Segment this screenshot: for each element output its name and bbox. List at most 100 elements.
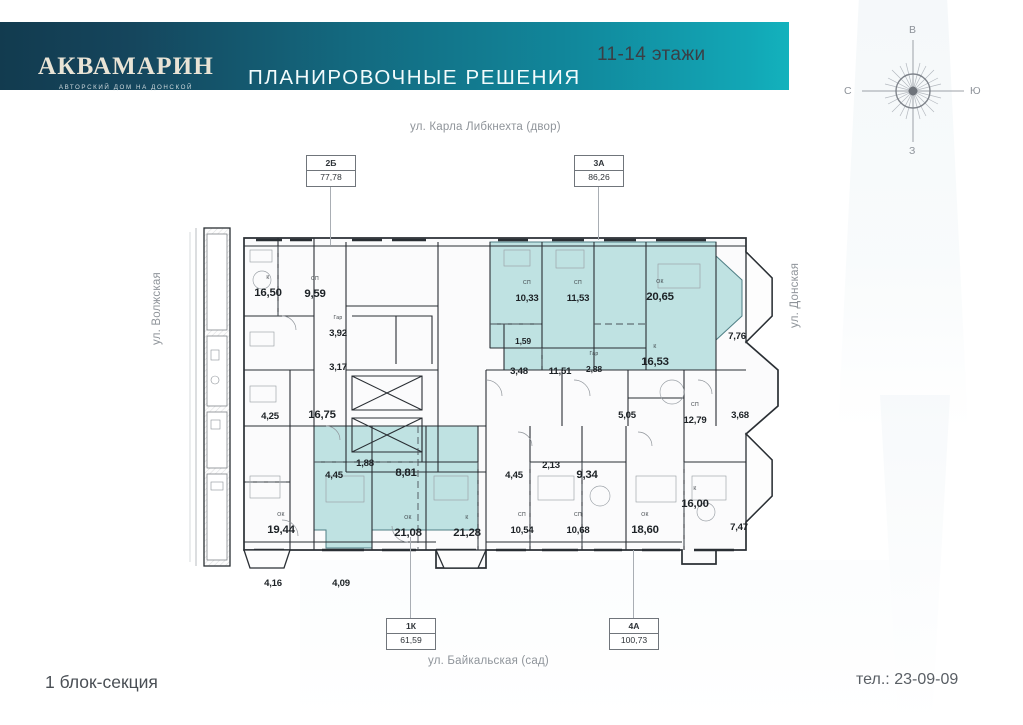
room-area: 2,13 [542, 459, 560, 471]
room-kind: СП [574, 280, 582, 286]
floor-plan-svg [189, 227, 779, 569]
room-area: 9,34 [576, 468, 598, 481]
header-banner: АКВАМАРИН АВТОРСКИЙ ДОМ НА ДОНСКОЙ ПЛАНИ… [0, 22, 789, 91]
room-label: 16,75 [294, 398, 350, 423]
highlighted-apartment-3a [489, 241, 743, 371]
balcony-bays [243, 250, 773, 569]
room-kind: СП [574, 512, 582, 518]
apartment-area: 100,73 [620, 635, 648, 646]
apartment-type: 2Б [307, 156, 355, 172]
compass-north-label: В [909, 24, 917, 36]
room-kind: К [266, 275, 270, 281]
compass-rose: В С Ю З [844, 24, 981, 157]
floors-label: 11-14 этажи [597, 44, 706, 65]
room-area: 21,08 [394, 526, 422, 539]
room-area: 1,59 [515, 335, 531, 346]
room-area: 3,92 [329, 327, 347, 339]
apartment-type: 1К [387, 619, 435, 635]
room-label: 3,68 [712, 398, 768, 423]
room-label: 4,45 [306, 458, 362, 483]
room-area: 4,09 [332, 577, 350, 589]
room-area: 4,45 [325, 469, 343, 481]
brand-logo: АКВАМАРИН АВТОРСКИЙ ДОМ НА ДОНСКОЙ [36, 54, 216, 91]
room-area: 10,68 [566, 524, 590, 536]
room-label: 9,34 [559, 458, 615, 483]
brand-tagline: АВТОРСКИЙ ДОМ НА ДОНСКОЙ [58, 84, 194, 91]
room-kind: К [653, 344, 657, 350]
brand-name: АКВАМАРИН [38, 53, 214, 80]
zone-separators [246, 246, 685, 550]
room-label: 4,25 [242, 399, 298, 424]
room-label: 4,45 [486, 458, 542, 483]
apartment-area: 77,78 [320, 172, 342, 183]
room-kind: ОК [404, 515, 412, 521]
room-kind [242, 399, 298, 404]
room-kind [310, 350, 366, 355]
apartment-type: 3А [575, 156, 623, 172]
room-kind [294, 398, 350, 403]
room-kind: Гар [589, 351, 599, 357]
room-label: 5,05 [599, 398, 655, 423]
room-kind: ОК [656, 279, 664, 285]
room-kind: К [693, 486, 697, 492]
block-section-label: 1 блок-секция [45, 672, 158, 692]
room-area: 8,81 [395, 466, 417, 479]
room-kind [378, 456, 434, 461]
room-label: К 16,53 [627, 344, 683, 370]
room-label: 1,88 [337, 446, 393, 471]
room-kind [712, 398, 768, 403]
room-label: СП 12,79 [667, 402, 723, 428]
room-area: 4,45 [505, 469, 523, 481]
street-label-bottom: ул. Байкальская (сад) [428, 655, 549, 667]
room-kind [313, 566, 369, 571]
room-kind: Гар [333, 315, 343, 321]
room-area: 16,00 [681, 497, 709, 510]
room-area: 10,33 [515, 292, 539, 304]
room-label: 4,09 [313, 566, 369, 591]
apartment-area: 61,59 [400, 635, 422, 646]
room-label: 11,51 [532, 354, 588, 379]
door-swings [281, 315, 713, 543]
room-kind: К [465, 515, 469, 521]
room-label: ОК 20,65 [632, 279, 688, 305]
phone-label: тел.: 23-09-09 [856, 671, 959, 688]
room-area: 16,75 [308, 408, 336, 421]
room-kind: СП [523, 280, 531, 286]
room-area: 11,51 [548, 365, 572, 377]
compass-east-label: Ю [970, 85, 981, 97]
room-kind: СП [691, 402, 699, 408]
room-label: Гар 3,92 [310, 315, 366, 341]
room-area: 16,53 [641, 355, 669, 368]
room-area: 12,79 [683, 414, 707, 426]
street-label-left: ул. Волжская [151, 272, 163, 345]
apartment-type: 4А [610, 619, 658, 635]
room-kind [711, 510, 767, 515]
room-kind [495, 324, 551, 329]
room-area: 20,65 [646, 290, 674, 303]
room-kind [523, 448, 579, 453]
furniture-symbols [249, 249, 727, 522]
room-kind: ОК [641, 512, 649, 518]
floor-plan-drawing [186, 220, 806, 590]
room-kind [245, 566, 301, 571]
room-area: 7,76 [728, 330, 746, 342]
room-kind [337, 446, 393, 451]
room-area: 11,53 [566, 292, 590, 304]
apartment-tag-leader-line [633, 550, 634, 618]
room-label: ОК 21,08 [380, 515, 436, 541]
compass-west-label: С [844, 85, 852, 97]
room-label: К 16,00 [667, 486, 723, 512]
room-area: 3,17 [329, 361, 347, 373]
room-area: 10,54 [510, 524, 534, 536]
left-wing-block [189, 227, 231, 567]
